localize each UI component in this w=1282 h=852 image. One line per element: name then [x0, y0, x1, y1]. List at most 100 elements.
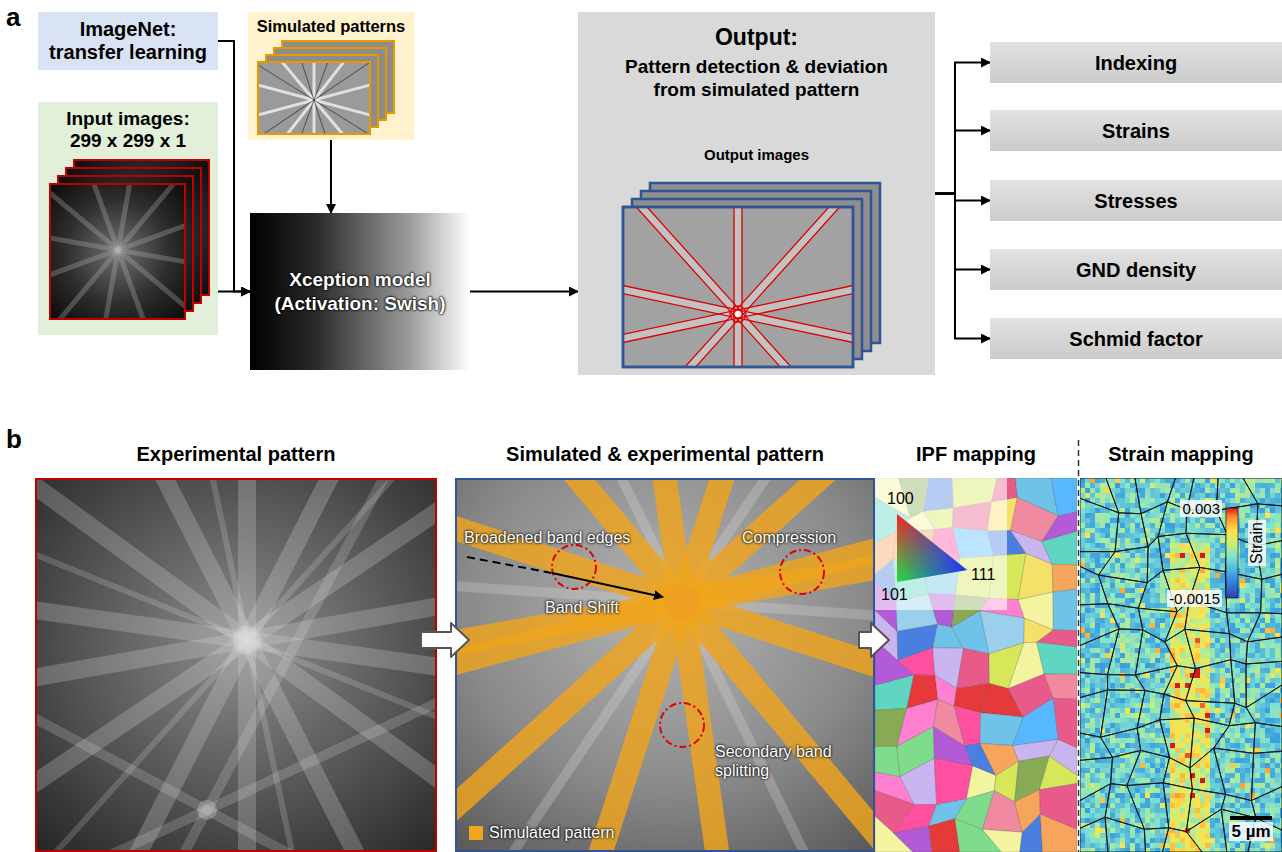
strain-cell	[1190, 538, 1195, 543]
strain-cell	[1115, 588, 1120, 593]
strain-cell	[1155, 723, 1160, 728]
strain-cell	[1185, 548, 1190, 553]
strain-cell	[1080, 623, 1085, 628]
strain-cell	[1080, 613, 1085, 618]
strain-cell	[1195, 513, 1200, 518]
strain-cell	[1160, 653, 1165, 658]
kikuchi-pattern-part	[197, 800, 217, 820]
strain-cell	[1105, 588, 1110, 593]
strain-cell	[1175, 653, 1180, 658]
strain-cell	[1175, 483, 1180, 488]
grain	[1051, 478, 1077, 516]
strain-cell	[1135, 538, 1140, 543]
strain-cell	[1090, 478, 1095, 483]
strain-cell	[1090, 553, 1095, 558]
strain-cell	[1180, 848, 1185, 852]
strain-cell	[1175, 763, 1180, 768]
strain-cell	[1120, 778, 1125, 783]
strain-cell	[1130, 568, 1135, 573]
strain-cell	[1080, 763, 1085, 768]
strain-cell	[1095, 743, 1100, 748]
strain-cell	[1185, 593, 1190, 598]
strain-cell	[1155, 563, 1160, 568]
strain-cell	[1085, 653, 1090, 658]
strain-cell	[1130, 638, 1135, 643]
strain-cell	[1165, 528, 1170, 533]
strain-cell	[1090, 773, 1095, 778]
strain-cell	[1140, 773, 1145, 778]
strain-cell	[1155, 733, 1160, 738]
strain-cell	[1150, 523, 1155, 528]
strain-cell	[1175, 563, 1180, 568]
strain-cell	[1185, 778, 1190, 783]
strain-cell	[1145, 743, 1150, 748]
strain-cell	[1180, 518, 1185, 523]
strain-cell	[1135, 783, 1140, 788]
strain-cell	[1110, 663, 1115, 668]
strain-cell	[1080, 578, 1085, 583]
strain-cell	[1145, 663, 1150, 668]
strain-cell	[1195, 508, 1200, 513]
strain-cell	[1155, 703, 1160, 708]
strain-cell	[1160, 633, 1165, 638]
strain-cell	[1150, 798, 1155, 803]
strain-cell	[1145, 833, 1150, 838]
strain-cell	[1125, 533, 1130, 538]
strain-cell	[1195, 478, 1200, 483]
strain-cell	[1090, 583, 1095, 588]
strain-cell	[1180, 688, 1185, 693]
strain-cell	[1145, 733, 1150, 738]
strain-cell	[1180, 743, 1185, 748]
strain-cell	[1145, 728, 1150, 733]
strain-cell	[1175, 748, 1180, 753]
strain-cell	[1180, 493, 1185, 498]
strain-cell	[1095, 713, 1100, 718]
strain-cell	[1080, 493, 1085, 498]
strain-cell	[1090, 558, 1095, 563]
pattern-panel: Experimental pattern	[35, 436, 437, 852]
strain-cell	[1130, 558, 1135, 563]
strain-cell	[1180, 638, 1185, 643]
strain-cell	[1100, 703, 1105, 708]
strain-cell	[1095, 803, 1100, 808]
strain-cell	[1105, 533, 1110, 538]
strain-cell	[1155, 653, 1160, 658]
strain-cell	[1080, 683, 1085, 688]
strain-cell	[1095, 583, 1100, 588]
strain-cell	[1140, 843, 1145, 848]
strain-cell	[1145, 618, 1150, 623]
strain-cell	[1135, 693, 1140, 698]
strain-cell	[1140, 553, 1145, 558]
overlay-pattern-part-part	[457, 480, 873, 850]
strain-cell	[1135, 633, 1140, 638]
strain-cell	[1135, 793, 1140, 798]
strain-cell	[1100, 528, 1105, 533]
strain-cell	[1090, 708, 1095, 713]
strain-cell	[1085, 658, 1090, 663]
strain-cell	[1080, 523, 1085, 528]
strain-cell	[1105, 568, 1110, 573]
strain-cell	[1100, 748, 1105, 753]
strain-cell	[1115, 648, 1120, 653]
strain-cell	[1180, 633, 1185, 638]
strain-cell	[1170, 518, 1175, 523]
strain-cell	[1185, 673, 1190, 678]
strain-cell	[1130, 613, 1135, 618]
output-image-stack-part-part-part	[623, 207, 853, 367]
strain-cell	[1150, 763, 1155, 768]
strain-cell	[1155, 658, 1160, 663]
strain-cell	[1085, 598, 1090, 603]
simulated-box: Simulated patterns	[248, 12, 414, 140]
strain-cell	[1160, 528, 1165, 533]
strain-cell	[1175, 773, 1180, 778]
strain-cell	[1140, 813, 1145, 818]
strain-cell	[1090, 663, 1095, 668]
strain-cell	[1120, 608, 1125, 613]
strain-cell	[1140, 848, 1145, 852]
strain-cell	[1080, 553, 1085, 558]
strain-cell	[1125, 523, 1130, 528]
strain-cell	[1090, 753, 1095, 758]
strain-cell	[1165, 593, 1170, 598]
strain-cell	[1100, 623, 1105, 628]
strain-cell	[1100, 653, 1105, 658]
